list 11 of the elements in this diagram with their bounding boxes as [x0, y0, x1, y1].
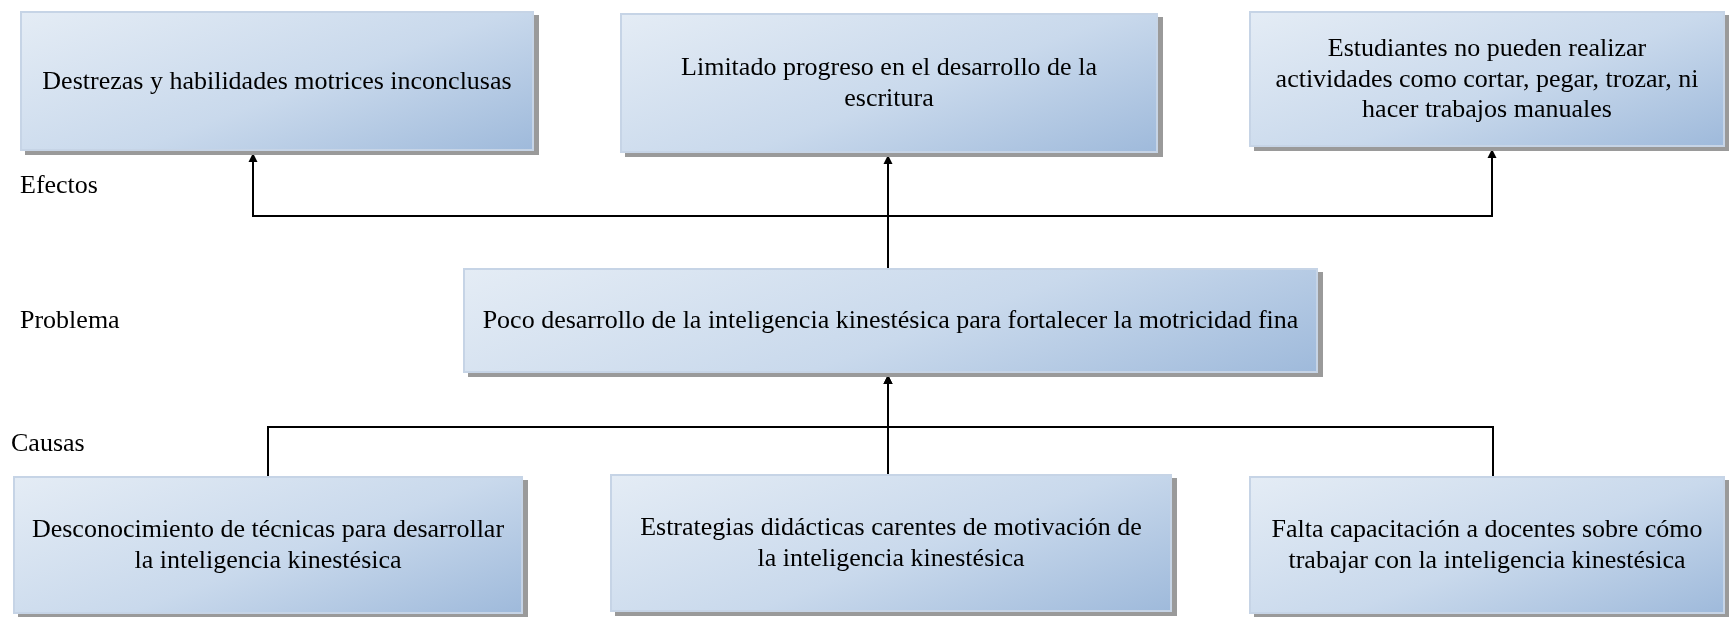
row-label: Causas [11, 428, 85, 458]
box-text: Estrategias didácticas carentes de motivación de la inteligencia kinestésica [639, 512, 1143, 574]
box-text: Limitado progreso en el desarrollo de la escritura [680, 52, 1098, 114]
box-text: Destrezas y habilidades motrices inconclusas [42, 65, 512, 97]
box-text: Falta capacitación a docentes sobre cómo trabajar con la inteligencia kinestésica [1270, 514, 1704, 576]
arrow [883, 374, 1494, 477]
box-text: Poco desarrollo de la inteligencia kinestésica para fortalecer la motricidad fina [482, 305, 1299, 336]
row-label: Problema [20, 305, 120, 335]
box-text: Estudiantes no pueden realizar actividades como cortar, pegar, trozar, ni hacer trabajos manuales [1274, 33, 1700, 125]
row-label: Efectos [20, 170, 98, 200]
box-text: Desconocimiento de técnicas para desarrollar la inteligencia kinestésica [31, 514, 505, 576]
